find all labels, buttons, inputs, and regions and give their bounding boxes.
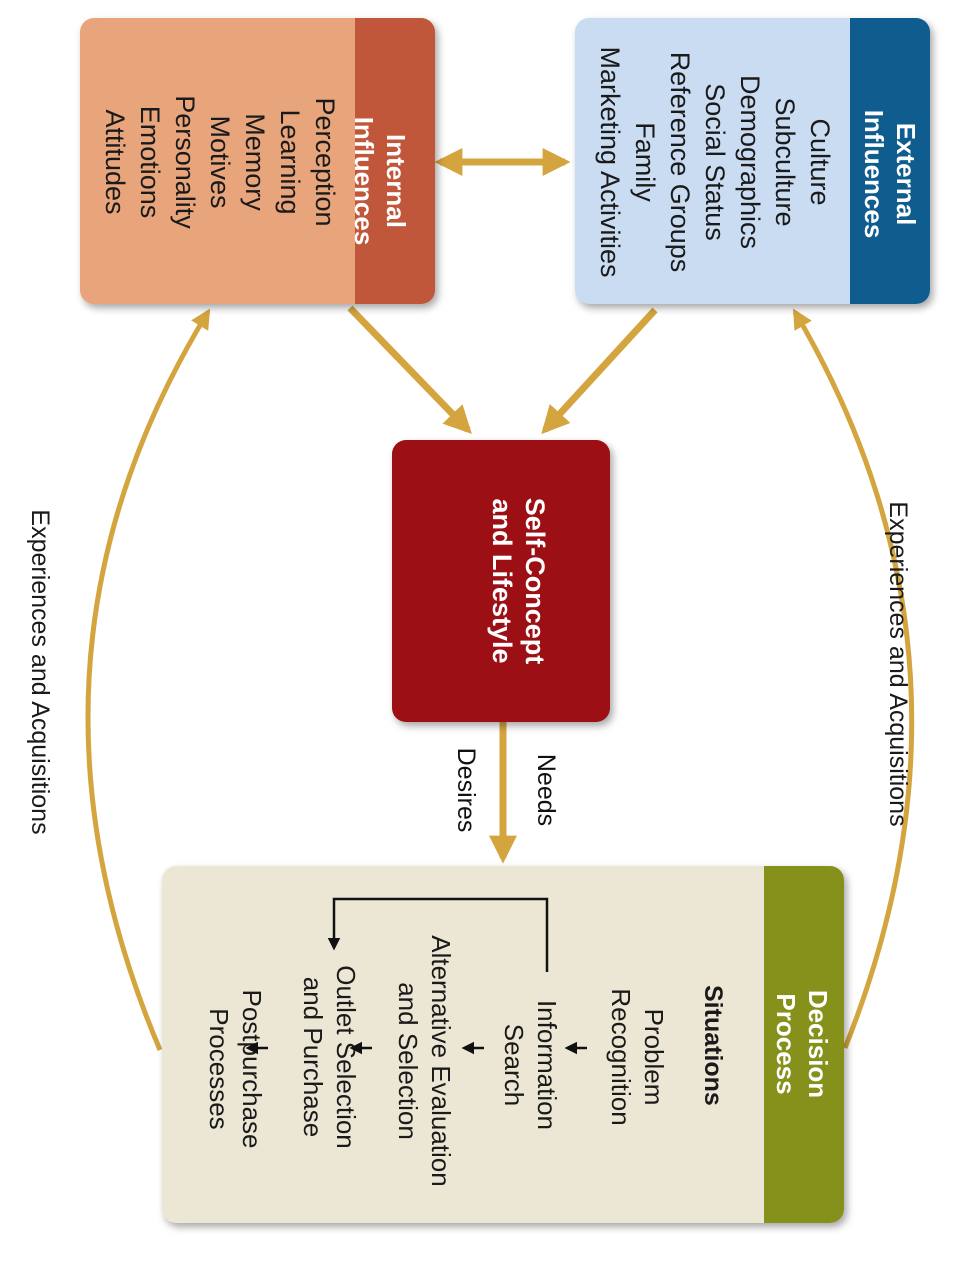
decision-process-box: Decision Process Situations Problem Reco…	[162, 866, 844, 1223]
internal-item: Perception	[310, 97, 340, 227]
external-to-center-arrow	[541, 307, 658, 435]
external-item: Social Status	[700, 83, 730, 241]
decision-process-header	[764, 866, 844, 1223]
left-feedback-arc	[85, 308, 211, 1051]
internal-item: Attitudes	[100, 109, 130, 215]
internal-item: Motives	[205, 115, 235, 209]
internal-influences-box: Internal Influences Perception Learning …	[80, 18, 435, 304]
internal-item: Memory	[240, 113, 270, 211]
external-influences-header	[850, 18, 930, 304]
internal-influences-list: Perception Learning Memory Motives Perso…	[100, 42, 342, 282]
internal-influences-title: Internal Influences	[349, 116, 411, 246]
external-influences-list: Culture Subculture Demographics Social S…	[595, 42, 837, 282]
internal-to-center-arrow	[347, 305, 472, 435]
external-item: Subculture	[770, 97, 800, 227]
left-feedback-label: Experiences and Acquisitions	[26, 509, 54, 835]
self-concept-title: Self-Concept and Lifestyle	[487, 497, 550, 665]
external-item: Demographics	[735, 74, 765, 250]
internal-item: Learning	[275, 109, 305, 215]
internal-item: Emotions	[135, 105, 165, 219]
external-item: Reference Groups	[665, 51, 695, 273]
external-item: Culture	[805, 118, 835, 206]
internal-item: Personality	[170, 95, 200, 229]
self-concept-box: Self-Concept and Lifestyle	[392, 440, 610, 722]
decision-step-arrows	[245, 897, 587, 1055]
external-influences-title: External Influences	[859, 109, 921, 239]
external-influences-box: External Influences Culture Subculture D…	[575, 18, 930, 304]
internal-influences-header	[355, 18, 435, 304]
right-feedback-label: Experiences and Acquisitions	[884, 501, 912, 827]
external-item: Marketing Activities	[595, 46, 625, 278]
desires-label: Desires	[452, 747, 480, 833]
external-item: Family	[630, 122, 660, 202]
right-feedback-arc	[792, 308, 915, 1049]
search-loop-arrow	[327, 897, 549, 972]
needs-label: Needs	[532, 753, 560, 827]
